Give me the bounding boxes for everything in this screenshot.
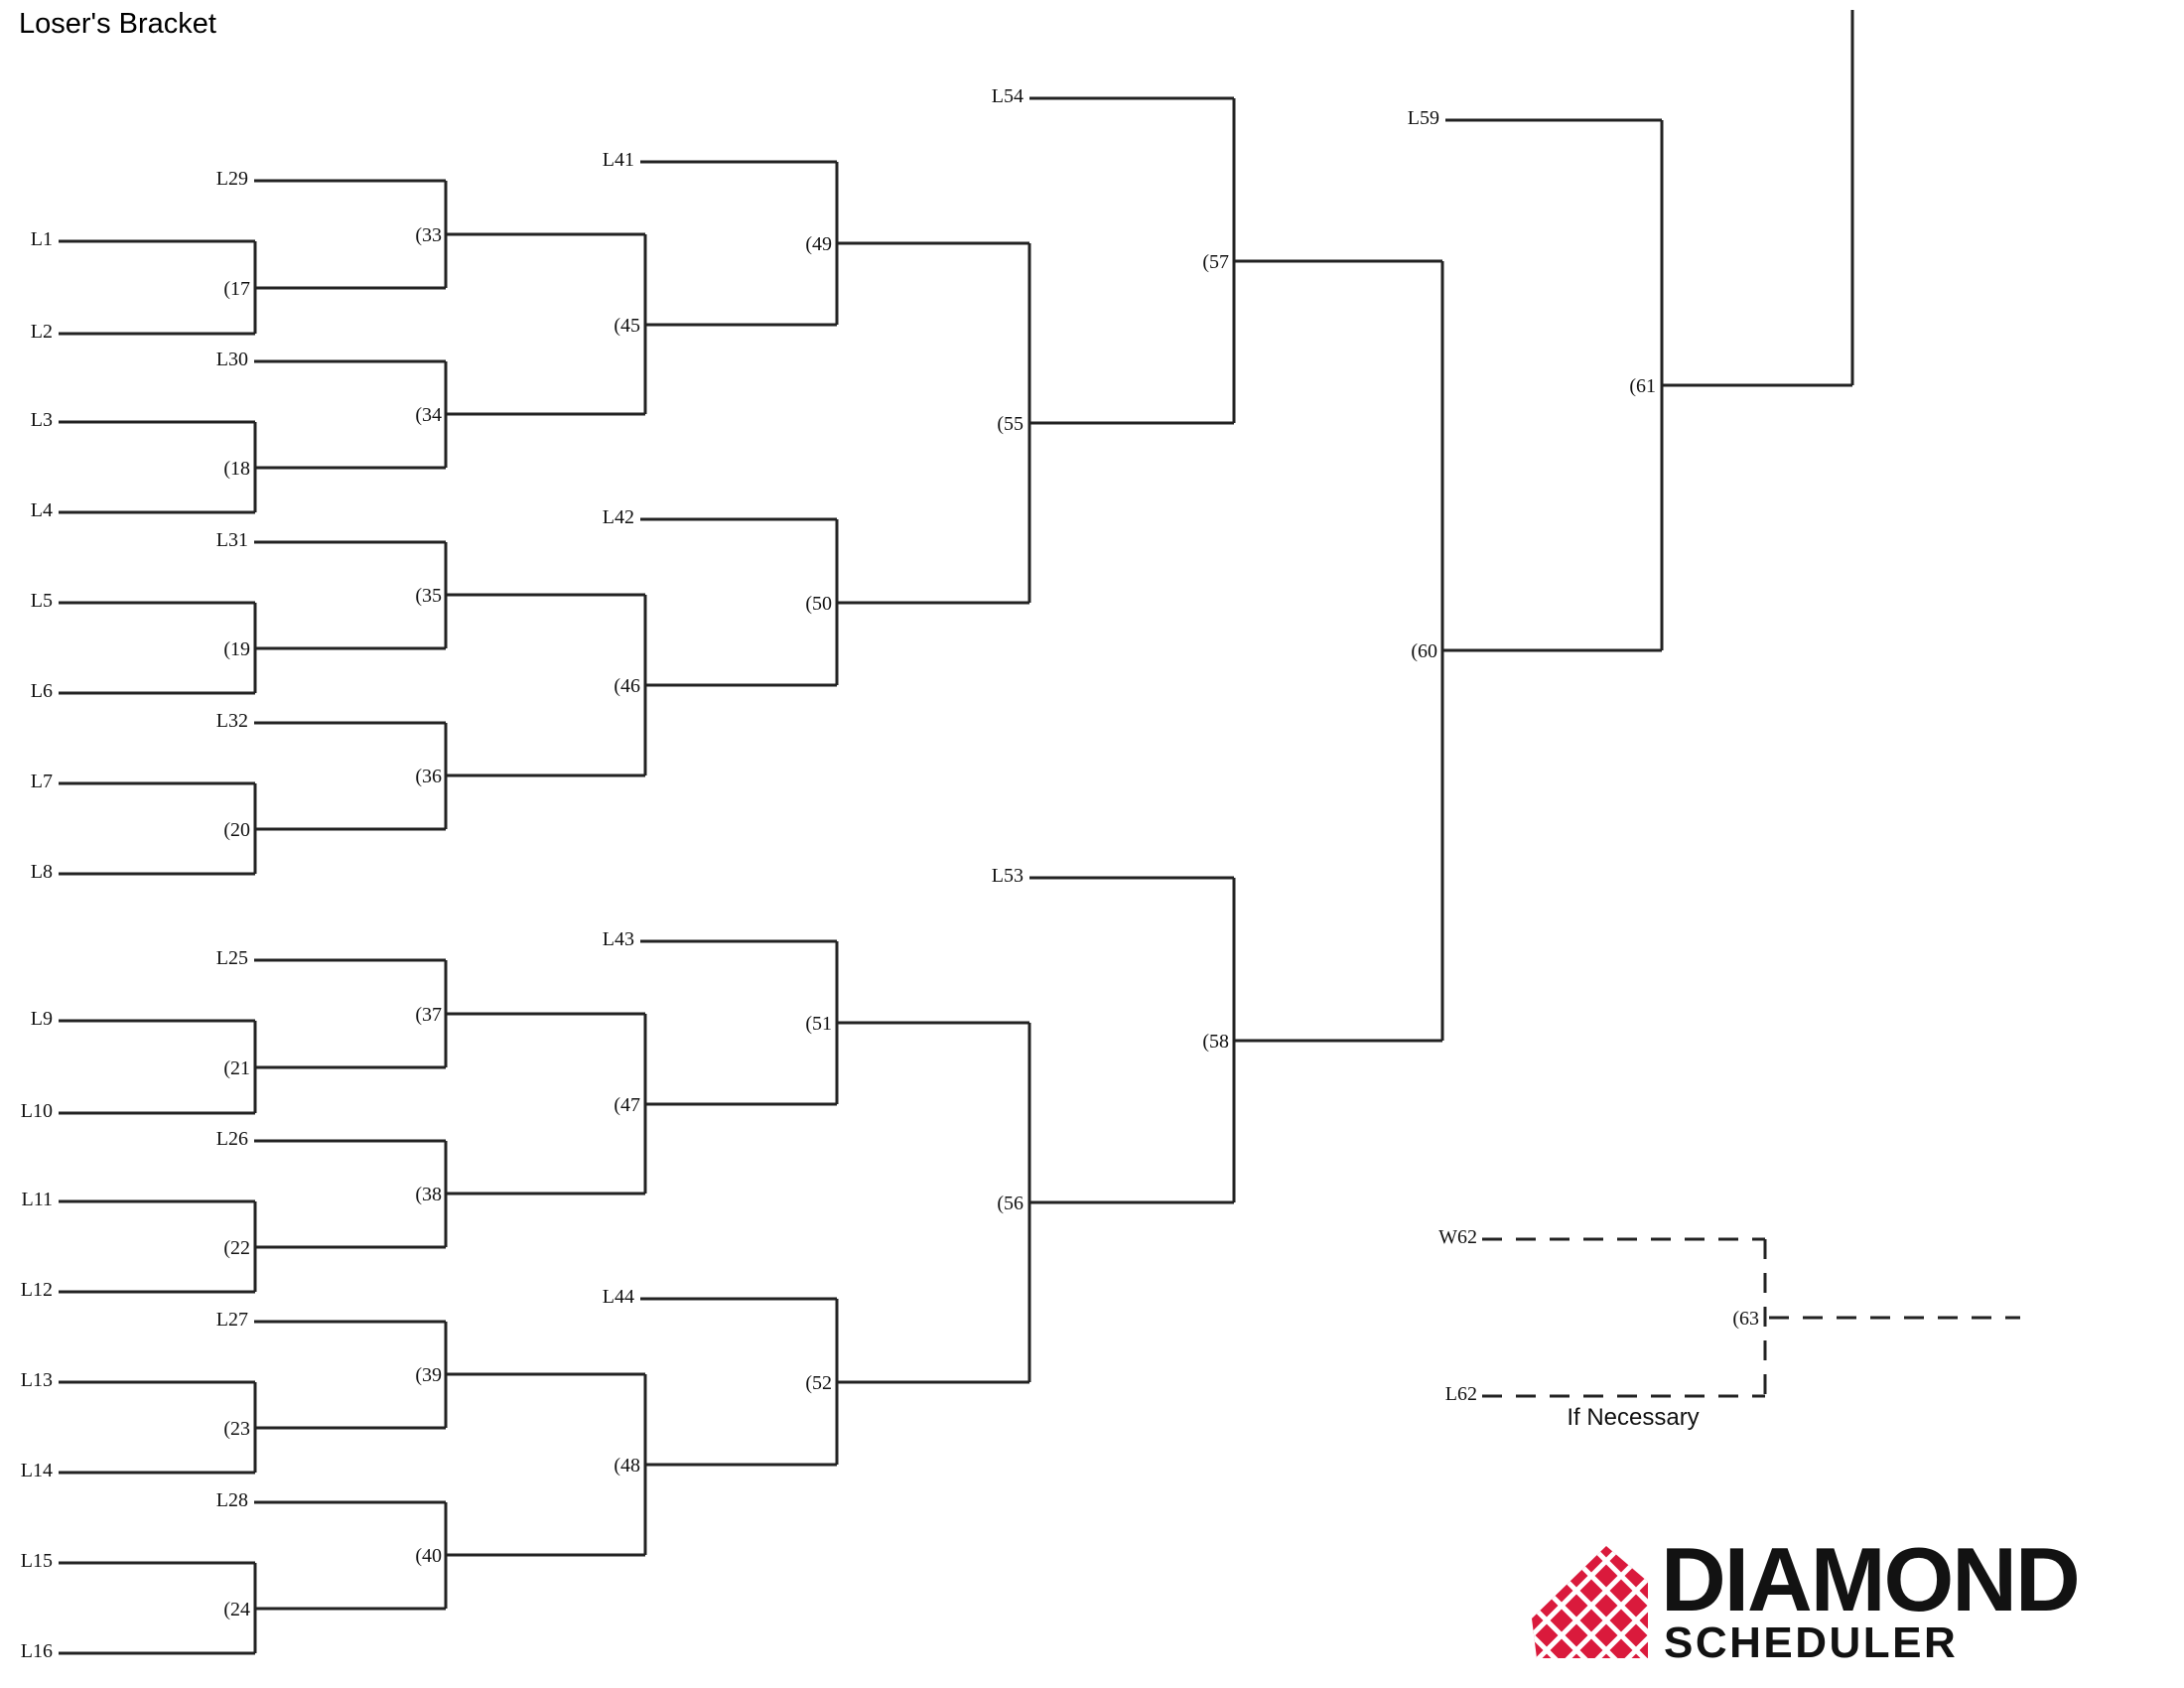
label-entry-l6: L6 [31, 680, 53, 702]
label-game-52: (52 [805, 1372, 832, 1394]
label-feed-l41: L41 [603, 149, 634, 171]
label-game-57: (57 [1202, 251, 1229, 273]
label-game-20: (20 [223, 819, 250, 841]
label-game-39: (39 [415, 1364, 442, 1386]
label-feed-l59: L59 [1408, 107, 1439, 129]
label-game-34: (34 [415, 404, 442, 426]
label-entry-l2: L2 [31, 321, 53, 343]
label-game-38: (38 [415, 1184, 442, 1205]
label-feed-l27: L27 [216, 1309, 248, 1331]
logo-word-diamond: DIAMOND [1661, 1530, 2081, 1630]
label-game-51: (51 [805, 1013, 832, 1035]
label-feed-l26: L26 [216, 1128, 248, 1150]
label-entry-l14: L14 [21, 1460, 53, 1481]
label-game-46: (46 [614, 675, 640, 697]
label-game-37: (37 [415, 1004, 442, 1026]
page-title: Loser's Bracket [19, 8, 216, 40]
label-game-23: (23 [223, 1418, 250, 1440]
label-feed-l28: L28 [216, 1489, 248, 1511]
label-entry-l5: L5 [31, 590, 53, 612]
label-game-22: (22 [223, 1237, 250, 1259]
label-entry-l8: L8 [31, 861, 53, 883]
label-feed-l32: L32 [216, 710, 248, 732]
label-feed-l42: L42 [603, 506, 634, 528]
label-game-40: (40 [415, 1545, 442, 1567]
label-game-19: (19 [223, 638, 250, 660]
label-game-61: (61 [1629, 375, 1656, 397]
label-game-47: (47 [614, 1094, 640, 1116]
label-game-48: (48 [614, 1455, 640, 1477]
if-necessary-label: If Necessary [1567, 1404, 1700, 1431]
label-entry-l7: L7 [31, 771, 53, 792]
label-entry-l12: L12 [21, 1279, 53, 1301]
label-feed-l25: L25 [216, 947, 248, 969]
label-game-17: (17 [223, 278, 250, 300]
label-game-58: (58 [1202, 1031, 1229, 1053]
label-entry-l3: L3 [31, 409, 53, 431]
label-game-60: (60 [1411, 640, 1437, 662]
label-game-50: (50 [805, 593, 832, 615]
label-feed-l30: L30 [216, 349, 248, 370]
diamond-scheduler-logo: DIAMOND SCHEDULER [1532, 1535, 2147, 1668]
logo-word-scheduler: SCHEDULER [1664, 1618, 1959, 1667]
label-game-24: (24 [223, 1599, 250, 1620]
label-game-33: (33 [415, 224, 442, 246]
label-feed-w62: W62 [1438, 1226, 1477, 1248]
label-game-45: (45 [614, 315, 640, 337]
label-feed-l29: L29 [216, 168, 248, 190]
label-feed-l53: L53 [992, 865, 1024, 887]
label-entry-l11: L11 [22, 1189, 53, 1210]
label-entry-l10: L10 [21, 1100, 53, 1122]
label-game-21: (21 [223, 1057, 250, 1079]
label-game-36: (36 [415, 766, 442, 787]
diamond-lattice-icon [1532, 1546, 1648, 1658]
label-entry-l1: L1 [31, 228, 53, 250]
label-feed-l31: L31 [216, 529, 248, 551]
label-feed-l62: L62 [1445, 1383, 1477, 1405]
label-feed-l44: L44 [603, 1286, 634, 1308]
label-entry-l4: L4 [31, 499, 53, 521]
label-game-56: (56 [997, 1193, 1024, 1214]
label-entry-l16: L16 [21, 1640, 53, 1662]
label-entry-l13: L13 [21, 1369, 53, 1391]
label-entry-l9: L9 [31, 1008, 53, 1030]
label-game-63: (63 [1732, 1308, 1759, 1330]
label-game-55: (55 [997, 413, 1024, 435]
label-game-18: (18 [223, 458, 250, 480]
label-game-49: (49 [805, 233, 832, 255]
label-entry-l15: L15 [21, 1550, 53, 1572]
label-feed-l43: L43 [603, 928, 634, 950]
label-game-35: (35 [415, 585, 442, 607]
label-feed-l54: L54 [992, 85, 1024, 107]
